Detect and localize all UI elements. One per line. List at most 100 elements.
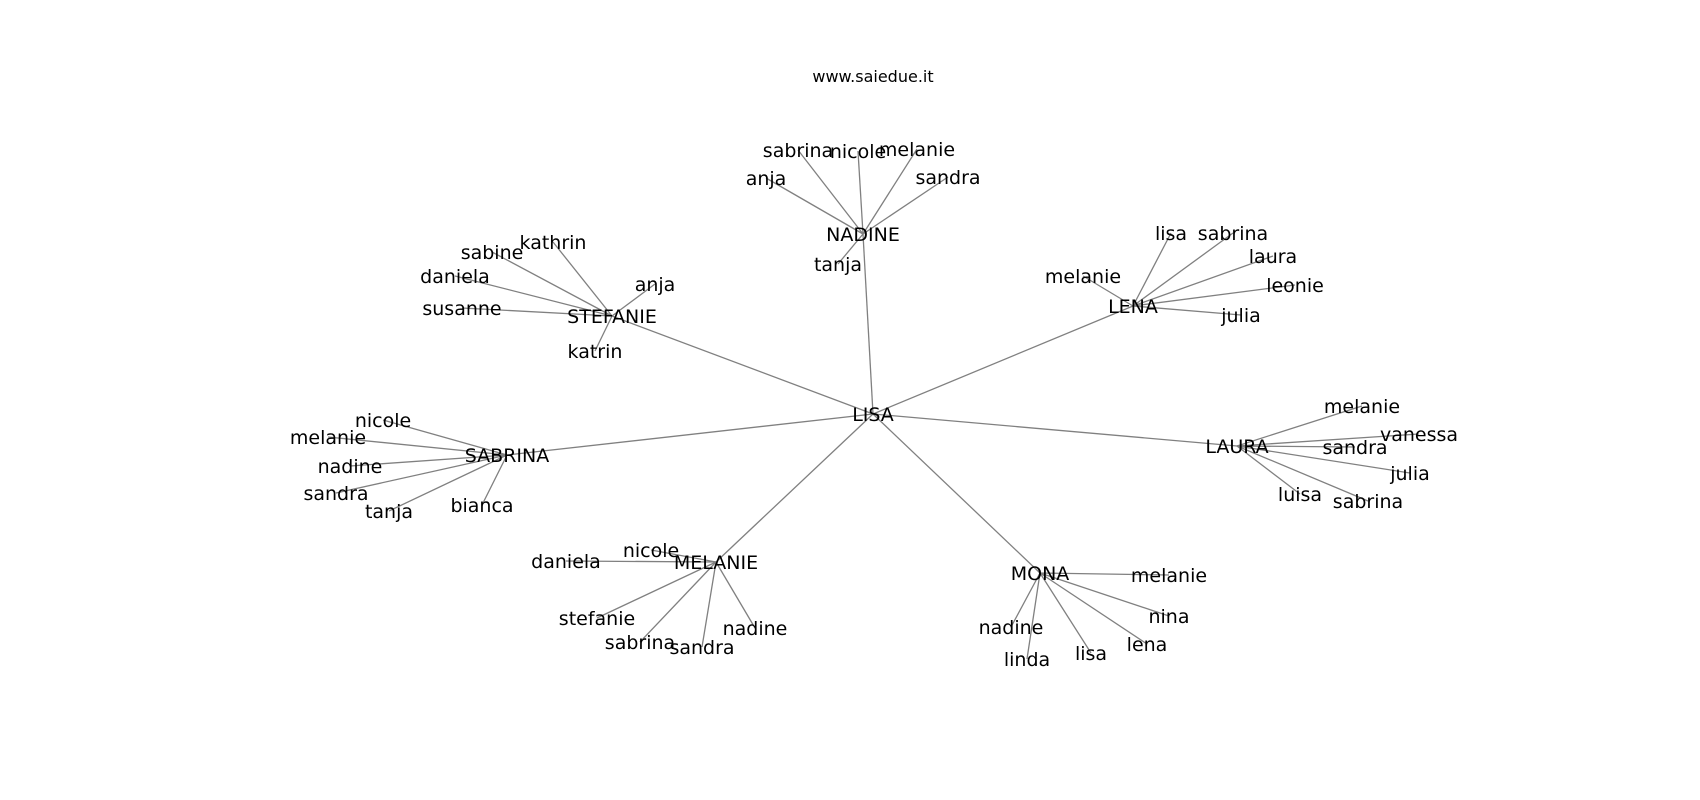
leaf-node-label: melanie: [1131, 565, 1207, 587]
leaf-node-label: anja: [746, 168, 787, 190]
hub-leaf-edge: [596, 561, 717, 619]
hub-leaf-edge: [1236, 405, 1363, 447]
leaf-node-label: susanne: [422, 298, 501, 320]
hub-leaf-edge: [650, 549, 717, 563]
hub-leaf-edge: [1082, 275, 1134, 307]
hub-leaf-edge: [1236, 445, 1369, 502]
hub-leaf-edge: [1132, 305, 1242, 316]
hub-leaf-edge: [797, 149, 864, 235]
leaf-node-label: sabrina: [1333, 491, 1403, 513]
hub-node-label: MONA: [1011, 563, 1070, 585]
leaf-node-label: leonie: [1266, 275, 1324, 297]
leaf-node-label: nicole: [830, 141, 886, 163]
hub-node-label: LENA: [1108, 296, 1158, 318]
hub-leaf-edge: [611, 283, 656, 317]
hub-leaf-edge: [1236, 445, 1356, 448]
hub-leaf-edge: [857, 150, 864, 235]
hub-leaf-edge: [715, 561, 756, 629]
leaf-node-label: stefanie: [559, 608, 635, 630]
hub-leaf-edge: [349, 454, 508, 467]
hub-leaf-edge: [1026, 572, 1041, 660]
leaf-node-label: nadine: [723, 618, 788, 640]
hub-leaf-edge: [327, 436, 508, 456]
leaf-node-label: lisa: [1155, 223, 1187, 245]
hub-leaf-edge: [1039, 572, 1170, 576]
hub-leaf-edge: [862, 176, 949, 235]
root-hub-edge: [506, 413, 874, 456]
hub-leaf-edge: [594, 315, 613, 352]
leaf-node-label: melanie: [879, 139, 955, 161]
edges: [327, 148, 1420, 660]
hub-leaf-edge: [454, 275, 613, 317]
root-hub-edge: [715, 413, 874, 563]
leaf-node-label: lena: [1127, 634, 1168, 656]
root-hub-edge: [872, 413, 1041, 574]
hub-leaf-edge: [481, 454, 508, 506]
root-hub-edge: [872, 305, 1134, 415]
hub-leaf-edge: [1236, 433, 1420, 447]
leaf-node-label: tanja: [814, 254, 862, 276]
leaf-node-label: sandra: [669, 637, 734, 659]
root-hub-edge: [862, 233, 874, 415]
leaf-node-label: sandra: [303, 483, 368, 505]
leaf-node-label: melanie: [1324, 396, 1400, 418]
hub-leaf-edge: [552, 241, 613, 317]
hub-leaf-edge: [1039, 572, 1092, 654]
hub-leaf-edge: [461, 307, 613, 317]
hub-leaf-edge: [491, 251, 613, 317]
root-hub-edge: [611, 315, 874, 415]
hub-leaf-edge: [335, 454, 508, 494]
leaf-node-label: nadine: [979, 617, 1044, 639]
hub-node-label: MELANIE: [674, 552, 758, 574]
hub-node-label: SABRINA: [465, 445, 549, 467]
leaf-node-label: sabrina: [605, 632, 675, 654]
leaf-node-label: sandra: [1322, 437, 1387, 459]
hub-leaf-edge: [1132, 232, 1234, 307]
root-node-label: LISA: [852, 404, 894, 426]
hub-leaf-edge: [1132, 284, 1296, 307]
hub-leaf-edge: [1132, 255, 1274, 307]
root-hub-edge: [872, 413, 1238, 447]
leaf-node-label: luisa: [1278, 484, 1322, 506]
leaf-node-label: melanie: [290, 427, 366, 449]
hub-leaf-edge: [1039, 572, 1148, 645]
hub-node-label: NADINE: [826, 224, 900, 246]
leaf-node-label: nadine: [318, 456, 383, 478]
hub-leaf-edge: [565, 560, 717, 563]
leaf-node-label: sabine: [461, 242, 524, 264]
hub-leaf-edge: [837, 233, 864, 265]
leaf-node-label: vanessa: [1380, 424, 1458, 446]
hub-node-label: STEFANIE: [567, 306, 657, 328]
hub-leaf-edge: [1236, 445, 1411, 474]
leaf-node-label: linda: [1004, 649, 1050, 671]
hub-leaf-edge: [1010, 572, 1041, 628]
hub-leaf-edge: [701, 561, 717, 648]
leaf-node-label: julia: [1389, 463, 1430, 485]
leaf-node-label: sabrina: [1198, 223, 1268, 245]
leaf-node-label: nicole: [355, 410, 411, 432]
hub-node-label: LAURA: [1205, 436, 1268, 458]
page-title: www.saiedue.it: [812, 67, 933, 86]
leaf-node-label: sabrina: [763, 140, 833, 162]
leaf-node-label: melanie: [1045, 266, 1121, 288]
leaf-node-label: julia: [1220, 305, 1261, 327]
leaf-node-label: tanja: [365, 501, 413, 523]
leaf-node-label: laura: [1249, 246, 1297, 268]
leaf-node-label: sandra: [915, 167, 980, 189]
leaf-node-label: anja: [635, 274, 676, 296]
leaf-node-label: daniela: [420, 266, 490, 288]
hub-leaf-edge: [862, 148, 918, 235]
hub-leaf-edge: [1236, 445, 1301, 495]
hub-leaf-edge: [1039, 572, 1170, 617]
hub-leaf-edge: [382, 419, 508, 456]
leaf-node-label: daniela: [531, 551, 601, 573]
hub-leaf-edge: [1132, 232, 1172, 307]
leaf-node-label: lisa: [1075, 643, 1107, 665]
leaf-node-label: kathrin: [520, 232, 587, 254]
leaf-node-label: bianca: [450, 495, 513, 517]
hub-leaf-edge: [388, 454, 508, 512]
hub-leaf-edge: [639, 561, 717, 643]
leaf-node-label: nina: [1148, 606, 1189, 628]
